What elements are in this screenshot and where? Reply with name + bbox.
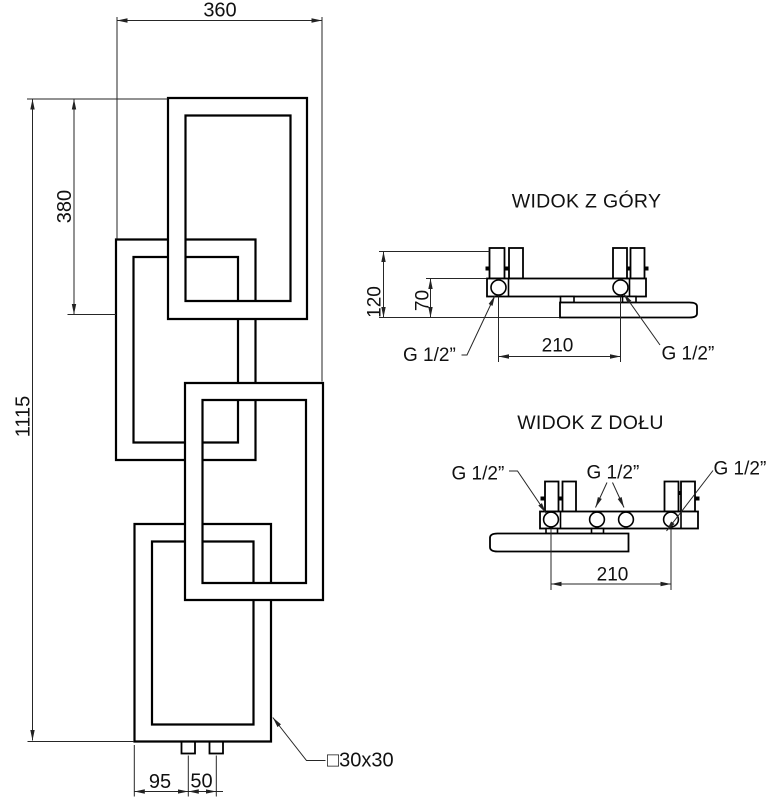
- connection-label-middle: G 1/2”: [587, 463, 640, 484]
- connection-stubs: [180, 740, 224, 755]
- weld-mark: [558, 496, 563, 501]
- connection-callout-middle: G 1/2”: [587, 463, 640, 508]
- weld-mark: [485, 266, 490, 271]
- front-view: 360 1115 380 95 50 □30: [13, 0, 394, 797]
- weld-mark: [678, 491, 681, 495]
- profile-label: □30x30: [327, 750, 394, 772]
- weld-mark: [695, 496, 700, 501]
- dim-50-label: 50: [190, 771, 212, 793]
- tube-right-inner: [663, 480, 680, 513]
- dim-210-label: 210: [597, 565, 629, 586]
- tube-left-inner: [508, 247, 524, 280]
- stub-right: [208, 740, 224, 755]
- frame-2: [114, 238, 257, 462]
- top-view: WIDOK Z GÓRY 120: [365, 190, 715, 367]
- leader-line: [595, 482, 608, 508]
- tube-right-inner: [612, 247, 628, 280]
- dim-width-label: 360: [203, 0, 236, 22]
- leader-line: [509, 470, 547, 514]
- top-view-title: WIDOK Z GÓRY: [512, 190, 662, 213]
- profile-callout: □30x30: [272, 717, 394, 772]
- weld-mark: [644, 266, 649, 271]
- connection-label-left: G 1/2”: [403, 345, 456, 366]
- leader-line: [666, 470, 714, 532]
- dim-70-label: 70: [413, 290, 434, 311]
- dim-segment-label: 380: [54, 190, 76, 223]
- wall-bracket-plate: [559, 301, 698, 319]
- weld-mark: [627, 266, 631, 271]
- radiator-frames: [114, 96, 325, 743]
- dim-total-height-1115: 1115: [13, 98, 168, 742]
- connection-callout-left: G 1/2”: [452, 464, 547, 514]
- connection-label-left: G 1/2”: [452, 464, 505, 485]
- connection-port-mid-right: [617, 511, 635, 528]
- bottom-view-title: WIDOK Z DOŁU: [517, 412, 664, 434]
- weld-mark: [540, 496, 545, 501]
- tube-right-outer: [629, 247, 646, 280]
- dim-depth-120: 120: [365, 251, 560, 318]
- connection-label-right: G 1/2”: [662, 344, 715, 365]
- connection-callout-right: G 1/2”: [623, 293, 715, 365]
- dim-total-height-label: 1115: [13, 396, 35, 438]
- dim-120-label: 120: [365, 286, 386, 318]
- connection-callout-right: G 1/2”: [666, 459, 767, 532]
- dim-bottom-connections: 95 50: [133, 745, 223, 797]
- frame-4: [133, 522, 273, 743]
- connection-port-right: [612, 279, 629, 296]
- connection-callout-left: G 1/2”: [403, 295, 496, 366]
- dim-offset-70: 70: [413, 278, 487, 318]
- bottom-view: WIDOK Z DOŁU 210: [452, 412, 767, 590]
- leader-line: [612, 482, 625, 508]
- leader-line: [623, 293, 661, 346]
- dim-95-label: 95: [149, 771, 171, 793]
- frame-1: [166, 96, 309, 321]
- weld-mark: [504, 266, 509, 271]
- stub-left: [180, 740, 196, 755]
- connection-port-outer-left: [542, 511, 560, 528]
- tube-left-outer: [488, 247, 506, 280]
- leader-line: [461, 295, 496, 356]
- connection-label-right: G 1/2”: [714, 459, 767, 480]
- wall-bracket-plate: [489, 532, 630, 553]
- leader-line: [272, 717, 326, 761]
- frame-3: [183, 381, 325, 602]
- dim-spacing-210-top: 210: [498, 296, 621, 362]
- dim-width-360: 360: [116, 0, 323, 382]
- bottom-view-body: [489, 480, 700, 553]
- tube-left-inner: [561, 480, 577, 513]
- connection-port-left: [490, 279, 507, 296]
- connection-port-mid-left: [588, 511, 606, 528]
- dim-spacing-210-bottom: 210: [550, 528, 672, 590]
- dim-210-label: 210: [542, 336, 574, 357]
- tube-left-outer: [544, 480, 560, 513]
- dim-segment-380: 380: [54, 99, 116, 315]
- top-view-body: [485, 247, 698, 319]
